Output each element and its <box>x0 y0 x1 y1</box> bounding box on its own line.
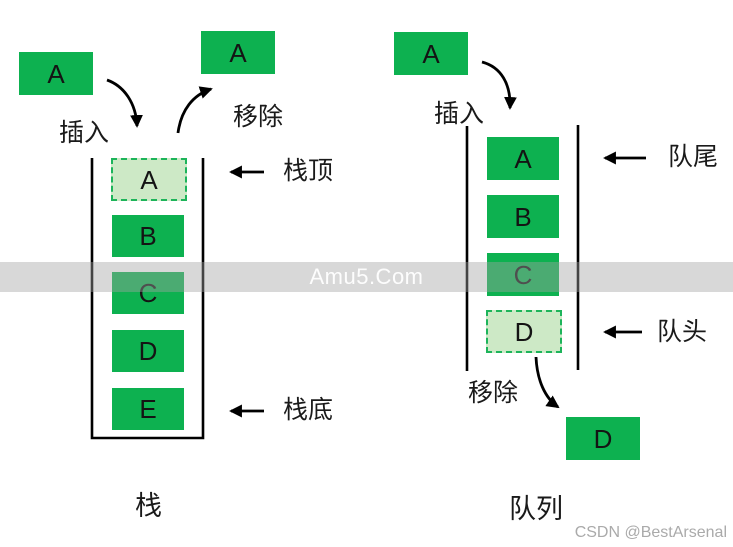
queue-removed-item-box: D <box>566 417 640 460</box>
queue-remove-label: 移除 <box>467 379 518 407</box>
stack-bottom-label: 栈底 <box>283 396 334 424</box>
watermark-band: Amu5.Com <box>0 262 733 292</box>
stack-insert-arrow <box>106 78 143 128</box>
queue-insert-arrow <box>481 60 517 110</box>
stack-top-label: 栈顶 <box>283 157 334 185</box>
stack-remove-arrow <box>176 86 213 134</box>
csdn-watermark: CSDN @BestArsenal <box>574 524 727 541</box>
queue-item-head: D <box>486 310 562 353</box>
stack-removed-item-box: A <box>201 31 275 74</box>
queue-insert-label: 插入 <box>433 100 484 128</box>
stack-item: C <box>112 272 184 314</box>
queue-item-tail: A <box>487 137 559 180</box>
queue-tail-label: 队尾 <box>668 143 719 171</box>
stack-incoming-item-box: A <box>19 52 93 95</box>
stack-remove-label: 移除 <box>232 103 283 131</box>
queue-item: C <box>487 253 559 296</box>
stack-insert-label: 插入 <box>58 119 109 147</box>
stack-caption: 栈 <box>135 491 162 521</box>
stack-item-top: A <box>111 158 187 201</box>
queue-remove-arrow <box>534 356 560 409</box>
queue-caption: 队列 <box>509 494 563 524</box>
watermark-band-text: Amu5.Com <box>309 264 424 289</box>
stack-item: D <box>112 330 184 372</box>
queue-head-label: 队头 <box>657 318 708 346</box>
stack-item: B <box>112 215 184 257</box>
queue-item: B <box>487 195 559 238</box>
stack-container-outline <box>90 158 205 440</box>
queue-incoming-item-box: A <box>394 32 468 75</box>
stack-item-bottom: E <box>112 388 184 430</box>
